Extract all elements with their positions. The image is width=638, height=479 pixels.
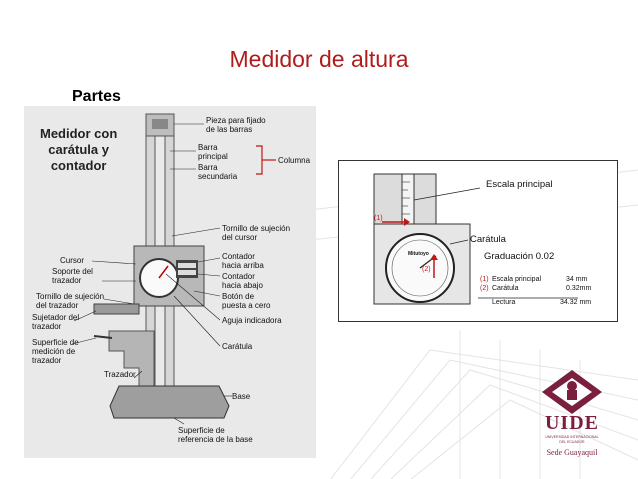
table-row1-marker: (1)	[480, 276, 489, 283]
label-base: Base	[232, 392, 251, 401]
uide-logo: UIDE UNIVERSIDAD INTERNACIONAL DEL ECUAD…	[532, 368, 612, 468]
label-caratula-right: Carátula	[470, 234, 506, 245]
logo-line1: UNIVERSIDAD INTERNACIONAL	[545, 435, 599, 439]
slide-subtitle: Partes	[72, 88, 121, 105]
dial-brand: Mitutoyo	[408, 251, 429, 257]
table-row2-marker: (2)	[480, 285, 489, 292]
label-caratula: Carátula	[222, 342, 253, 351]
diagram-heading: Medidor con carátula y contador	[40, 126, 118, 173]
logo-campus: Sede Guayaquil	[546, 448, 598, 457]
slide-title: Medidor de altura	[229, 46, 409, 72]
table-row1-value: 34 mm	[566, 276, 588, 283]
label-columna: Columna	[278, 156, 311, 165]
table-row1-label: Escala principal	[492, 276, 542, 283]
label-graduacion: Graduación 0.02	[484, 251, 555, 262]
table-row3-value: 34.32 mm	[560, 299, 592, 306]
height-gauge-drawing	[71, 113, 276, 425]
label-trazador: Trazador	[104, 370, 136, 379]
label-cursor: Cursor	[60, 256, 85, 265]
logo-line2: DEL ECUADOR	[559, 440, 585, 444]
table-row2-label: Carátula	[492, 285, 519, 292]
table-row3-label: Lectura	[492, 299, 516, 306]
table-row2-value: 0.32mm	[566, 285, 592, 292]
marker-2: (2)	[422, 266, 431, 273]
label-escala-principal: Escala principal	[486, 179, 553, 190]
dial-reading-drawing	[373, 173, 578, 305]
marker-1: (1)	[374, 215, 383, 222]
logo-name: UIDE	[544, 412, 599, 434]
label-aguja-indicadora: Aguja indicadora	[222, 316, 282, 325]
uide-emblem-icon	[542, 370, 602, 414]
